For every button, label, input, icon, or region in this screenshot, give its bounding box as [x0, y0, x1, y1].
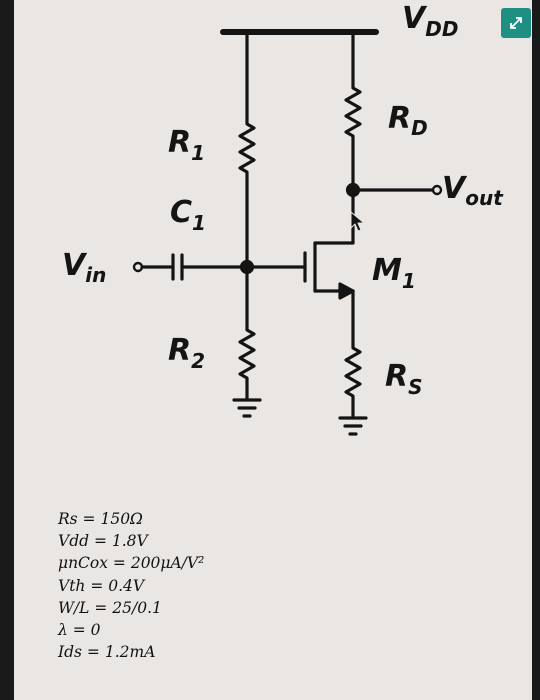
mosfet-arrow	[338, 282, 355, 300]
ground-r2	[232, 398, 262, 418]
param-ids: Ids = 1.2mA	[58, 643, 156, 662]
mouse-cursor-icon	[350, 211, 365, 232]
label-m1: M1	[372, 253, 416, 293]
expand-button[interactable]	[501, 8, 531, 38]
label-vout: Vout	[442, 171, 504, 210]
param-vdd: Vdd = 1.8V	[58, 532, 148, 551]
ground-rs	[338, 416, 368, 436]
label-vdd: VDD	[402, 1, 458, 41]
label-r2: R2	[168, 333, 205, 373]
param-mun-cox: μnCox = 200μA/V²	[58, 554, 205, 573]
label-c1: C1	[170, 195, 206, 235]
resistor-r2	[238, 265, 256, 402]
parameter-list: Rs = 150Ω Vdd = 1.8V μnCox = 200μA/V² Vt…	[58, 508, 204, 663]
resistor-r1	[238, 30, 256, 269]
paper-sheet	[14, 0, 532, 700]
mosfet-drain	[313, 228, 355, 245]
label-vin: Vin	[62, 248, 106, 287]
vout-terminal	[431, 184, 443, 196]
resistor-rs	[344, 289, 362, 420]
drain-node	[345, 182, 361, 198]
label-rd: RD	[388, 101, 428, 140]
param-w-over-l: W/L = 25/0.1	[58, 598, 162, 617]
param-lambda: λ = 0	[58, 621, 101, 640]
label-r1: R1	[168, 125, 205, 165]
label-rs: RS	[385, 359, 423, 399]
param-vth: Vth = 0.4V	[58, 576, 145, 595]
resistor-rd	[344, 30, 362, 232]
param-rs: Rs = 150Ω	[58, 510, 143, 528]
expand-arrows-icon	[510, 17, 522, 29]
